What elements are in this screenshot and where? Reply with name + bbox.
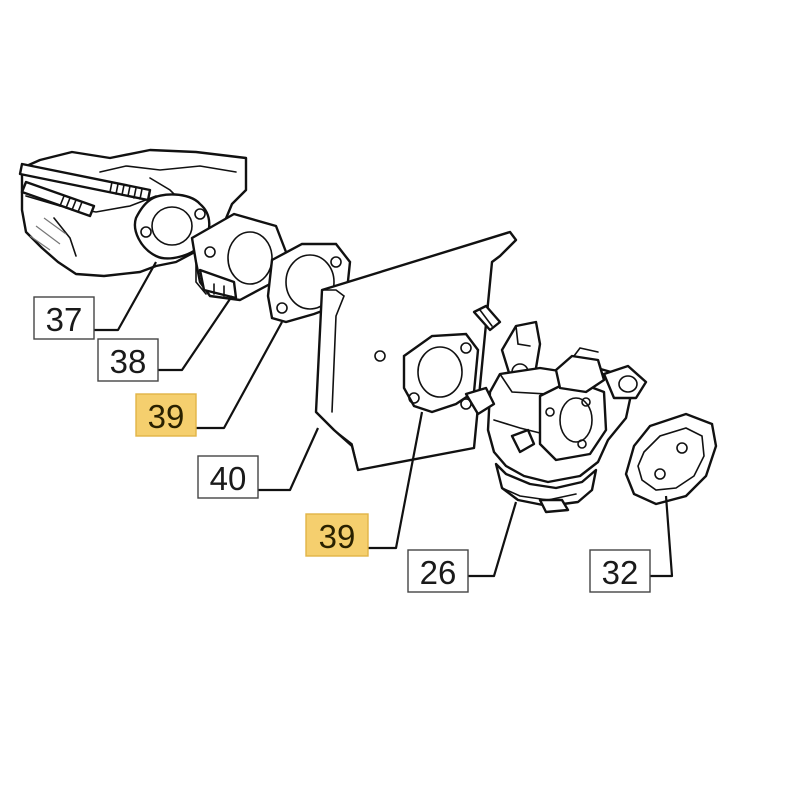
callout-39-upper: 39 (135, 393, 197, 437)
leader-26 (468, 501, 518, 578)
callout-38-label: 38 (110, 343, 147, 380)
callout-26: 26 (407, 549, 469, 593)
leader-32 (650, 495, 674, 578)
callout-32-label: 32 (602, 554, 639, 591)
callout-37: 37 (33, 296, 95, 340)
gasket-37 (133, 193, 211, 260)
stud-lower (20, 180, 96, 218)
gasket-32 (624, 412, 718, 506)
leader-37 (94, 261, 157, 332)
leader-39a (196, 321, 283, 430)
callout-39-upper-label: 39 (148, 398, 185, 435)
callout-40-label: 40 (210, 460, 247, 497)
callout-32: 32 (589, 549, 651, 593)
gasket-39-lower (402, 332, 480, 414)
callout-39-lower-label: 39 (319, 518, 356, 555)
leader-40 (258, 427, 320, 492)
callout-40: 40 (197, 455, 259, 499)
leader-38 (156, 295, 233, 372)
callout-39-lower: 39 (305, 513, 369, 557)
callout-26-label: 26 (420, 554, 457, 591)
callout-37-label: 37 (46, 301, 83, 338)
carburetor-26 (464, 304, 648, 514)
callout-38: 38 (97, 338, 159, 382)
spacer-38 (190, 212, 288, 302)
leader-39b (368, 411, 424, 550)
